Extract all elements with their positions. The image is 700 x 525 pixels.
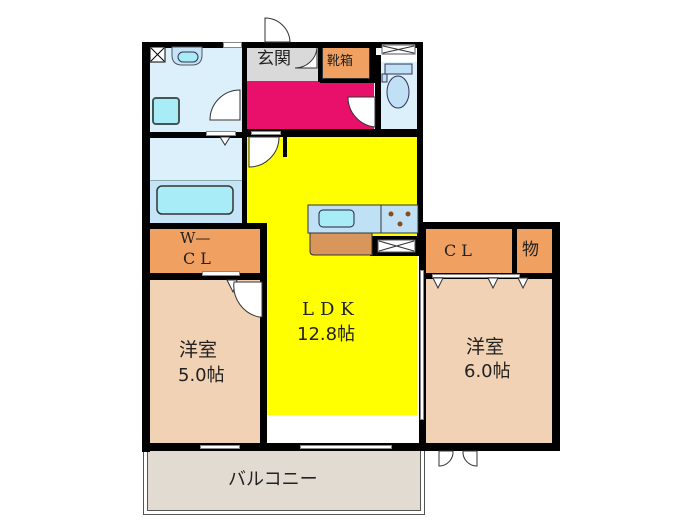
shoe-box (322, 47, 370, 79)
storage-label: 物 (522, 240, 539, 260)
wall (260, 223, 267, 446)
door-swing (248, 136, 280, 168)
door-marker (432, 277, 444, 290)
washing-machine-icon (152, 97, 180, 125)
door-marker (487, 277, 499, 290)
vent-icon (149, 46, 166, 63)
wall (375, 55, 381, 135)
ldk-area: 12.8帖 (297, 324, 356, 345)
storage (517, 228, 552, 273)
wall (552, 222, 560, 451)
wall (318, 42, 322, 82)
walk-in-closet (150, 228, 260, 273)
western-room-1-label: 洋室 (179, 339, 218, 361)
wall (142, 132, 247, 138)
window (223, 42, 242, 48)
balcony-floor (147, 450, 421, 511)
wall (420, 222, 560, 229)
window (206, 131, 236, 136)
wcl-label-1: W— (180, 229, 211, 247)
window (202, 271, 240, 276)
western-room-2 (426, 278, 552, 443)
wall (417, 42, 423, 238)
entrance-door-icon (264, 17, 291, 43)
shoe-box-label: 靴箱 (327, 54, 354, 69)
wall (247, 129, 417, 137)
ldk-label: LDK (302, 299, 360, 320)
western-room-2-area: 6.0帖 (464, 361, 511, 382)
vent-icon (381, 44, 416, 55)
kitchen-counter-icon (307, 204, 419, 256)
ldk-lower (265, 230, 417, 415)
window (300, 445, 392, 449)
closet-label: CL (444, 241, 477, 260)
western-room-1-area: 5.0帖 (178, 365, 225, 386)
door-swing (347, 96, 376, 128)
window (432, 274, 520, 278)
closet (426, 228, 512, 273)
wash-basin-icon (171, 46, 203, 66)
wall (320, 79, 375, 83)
window (251, 131, 281, 135)
door-swing (209, 89, 241, 121)
wall (370, 42, 376, 82)
door-swing (462, 450, 478, 467)
bathtub-icon (156, 185, 234, 215)
door-swing (233, 281, 263, 318)
vent-icon (377, 239, 416, 253)
wall (142, 42, 150, 452)
wall (142, 42, 422, 48)
door-swing (438, 450, 454, 467)
window (200, 445, 240, 449)
window (420, 270, 424, 420)
door-marker (517, 277, 529, 290)
door-swing (294, 47, 318, 69)
toilet-icon (381, 63, 413, 109)
wall (142, 223, 267, 229)
western-room-2-label: 洋室 (466, 336, 505, 358)
genkan-label: 玄関 (257, 49, 291, 69)
wall (142, 273, 267, 280)
balcony-label: バルコニー (228, 469, 318, 490)
door-marker (219, 136, 231, 146)
wcl-label-2: CL (183, 249, 216, 268)
wall (512, 222, 517, 278)
